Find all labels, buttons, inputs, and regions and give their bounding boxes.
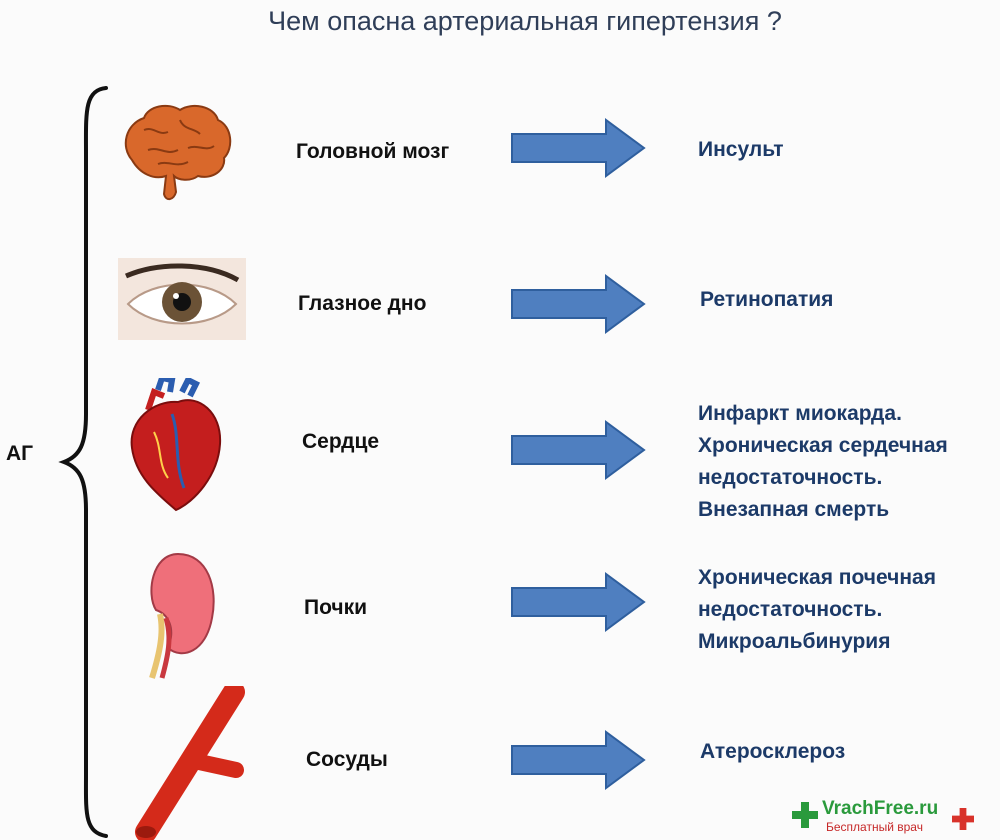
organ-label-vessels: Сосуды bbox=[306, 748, 388, 771]
arrow-icon bbox=[511, 572, 646, 632]
watermark: VrachFree.ru Бесплатный врач bbox=[792, 796, 982, 836]
brain-icon bbox=[124, 104, 232, 200]
arrow-icon bbox=[511, 118, 646, 178]
effect-vessels: Атеросклероз bbox=[700, 740, 846, 763]
eye-icon bbox=[118, 258, 246, 340]
organ-label-heart: Сердце bbox=[302, 430, 380, 453]
curly-brace bbox=[58, 86, 108, 838]
effect-kidney: Хроническая почечная недостаточность. Ми… bbox=[698, 566, 936, 653]
red-cross-icon bbox=[952, 808, 974, 830]
watermark-logo: VrachFree.ru bbox=[822, 798, 939, 819]
organ-label-eye: Глазное дно bbox=[298, 292, 427, 315]
arrow-icon bbox=[511, 730, 646, 790]
effect-heart: Инфаркт миокарда. Хроническая сердечная … bbox=[698, 402, 948, 521]
organ-label-brain: Головной мозг bbox=[296, 140, 450, 163]
root-label: АГ bbox=[6, 442, 34, 465]
arrow-icon bbox=[511, 274, 646, 334]
arrow-icon bbox=[511, 420, 646, 480]
effect-brain: Инсульт bbox=[698, 138, 784, 161]
organ-label-kidney: Почки bbox=[304, 596, 368, 619]
page-title: Чем опасна артериальная гипертензия ? bbox=[268, 6, 782, 36]
blood-vessel-icon bbox=[135, 686, 245, 840]
heart-icon bbox=[130, 378, 222, 512]
effect-eye: Ретинопатия bbox=[700, 288, 834, 311]
green-cross-icon bbox=[792, 802, 818, 828]
watermark-tagline: Бесплатный врач bbox=[826, 820, 923, 834]
kidney-icon bbox=[149, 552, 215, 679]
